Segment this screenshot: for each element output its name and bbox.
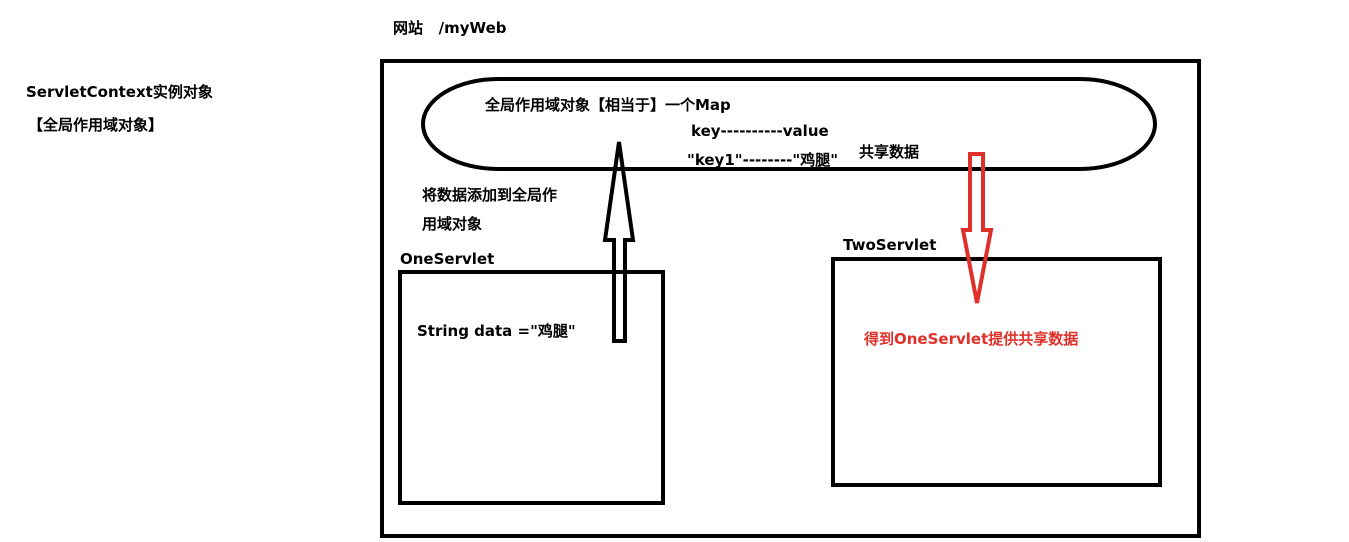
global-scope-title: 全局作用域对象【相当于】一个Map <box>485 96 731 114</box>
one-servlet-label: OneServlet <box>400 250 495 268</box>
one-servlet-box <box>398 270 665 505</box>
global-scope-ellipse <box>421 77 1157 171</box>
down-arrow-icon <box>960 152 994 304</box>
two-servlet-box <box>831 257 1162 487</box>
website-box <box>380 59 1201 538</box>
one-servlet-code: String data ="鸡腿" <box>417 322 576 340</box>
add-data-note-line1: 将数据添加到全局作 <box>422 186 558 204</box>
add-data-note-line2: 用域对象 <box>422 215 483 233</box>
shared-data-label: 共享数据 <box>859 143 920 161</box>
site-title: 网站 /myWeb <box>393 19 507 37</box>
two-servlet-label: TwoServlet <box>843 236 937 254</box>
global-scope-object-label: 【全局作用域对象】 <box>28 116 164 134</box>
up-arrow-icon <box>602 141 636 343</box>
map-kv-entry: "key1"--------"鸡腿" <box>687 151 839 169</box>
servlet-context-label: ServletContext实例对象 <box>26 83 213 101</box>
two-servlet-result: 得到OneServlet提供共享数据 <box>864 330 1079 348</box>
map-kv-header: key----------value <box>691 122 829 140</box>
